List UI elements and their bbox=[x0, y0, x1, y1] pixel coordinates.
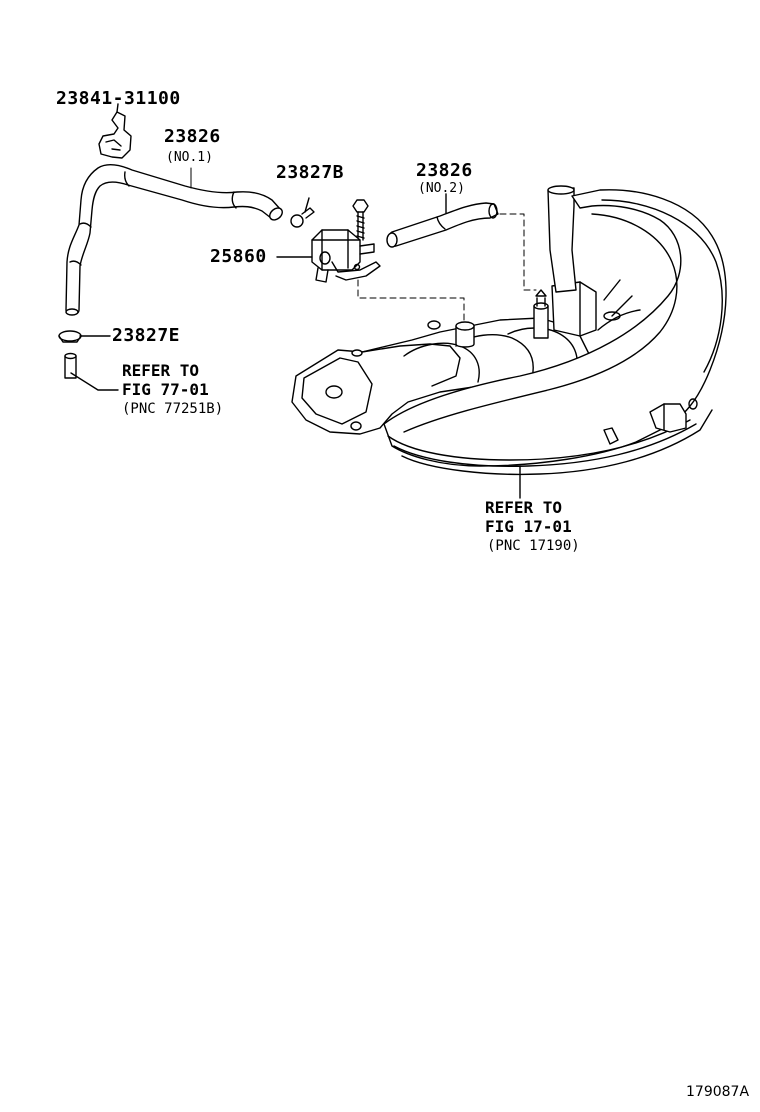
refer-77-line2: FIG 77-01 bbox=[122, 380, 209, 399]
label-23827e: 23827E bbox=[112, 325, 181, 346]
label-23841-31100: 23841-31100 bbox=[56, 88, 181, 109]
intake-manifold bbox=[292, 186, 726, 498]
refer-17-line3: (PNC 17190) bbox=[487, 538, 580, 554]
figure-id: 179087A bbox=[686, 1084, 750, 1100]
label-23826-no1: 23826 bbox=[164, 126, 221, 147]
clip-23827e bbox=[59, 331, 110, 342]
label-25860: 25860 bbox=[210, 246, 267, 267]
clamp-23841 bbox=[99, 104, 131, 158]
label-23826-no2: 23826 bbox=[416, 160, 473, 181]
refer-77-line3: (PNC 77251B) bbox=[122, 401, 224, 417]
hose-23826-no1 bbox=[66, 165, 285, 315]
valve-25860 bbox=[277, 230, 380, 282]
hose-23826-no2 bbox=[387, 194, 498, 247]
label-23826-no1-sub: (NO.1) bbox=[166, 150, 213, 165]
clip-23827b bbox=[291, 198, 314, 227]
label-23826-no2-sub: (NO.2) bbox=[418, 181, 465, 196]
bolt bbox=[353, 200, 368, 240]
refer-77-line1: REFER TO bbox=[122, 361, 200, 380]
refer-17-line2: FIG 17-01 bbox=[485, 517, 572, 536]
dashed-guides bbox=[358, 214, 536, 320]
refer-17-line1: REFER TO bbox=[485, 498, 563, 517]
pipe-ref-77 bbox=[65, 354, 118, 391]
label-23827b: 23827B bbox=[276, 162, 345, 183]
